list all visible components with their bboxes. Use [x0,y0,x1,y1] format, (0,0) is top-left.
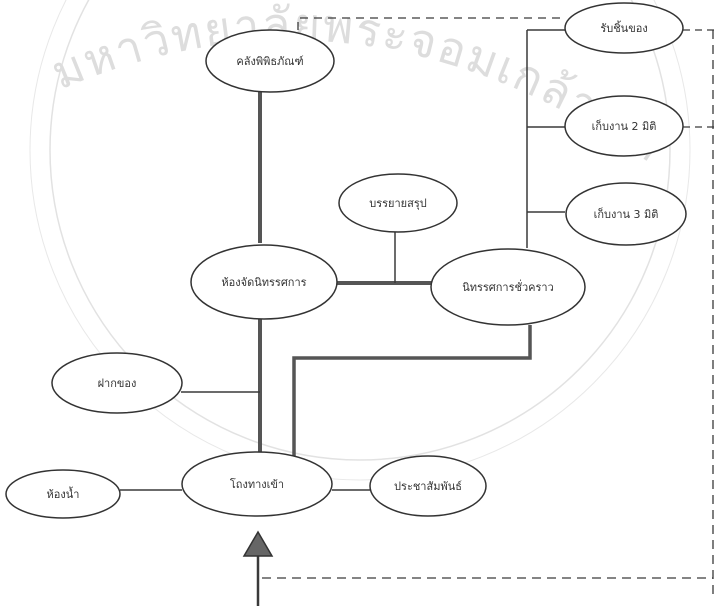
node-label: ห้องน้ำ [47,486,80,501]
node-label: เก็บงาน 3 มิติ [594,207,659,221]
node-label: คลังพิพิธภัณฑ์ [236,55,303,68]
node-thang-khao: โถงทางเข้า [181,451,333,517]
entry-arrow-icon [242,530,274,557]
node-rap-chuen: รับชิ้นของ [564,2,684,54]
node-kalang: คลังพิพิธภัณฑ์ [205,29,335,93]
connector-lines [120,17,717,606]
node-label: โถงทางเข้า [230,477,284,491]
node-pr: ประชาสัมพันธ์ [369,455,487,517]
node-label: เก็บงาน 2 มิติ [592,119,657,133]
node-kep-3d: เก็บงาน 3 มิติ [565,182,687,246]
node-label: รับชิ้นของ [600,20,647,35]
node-nitat-chua: นิทรรศการชั่วคราว [430,248,586,326]
link-nitat-thangkhao [292,325,532,460]
dashed-connector-top [297,17,565,30]
node-label: ห้องจัดนิทรรศการ [221,276,306,289]
node-fak-khong: ฝากของ [51,352,183,414]
node-label: ประชาสัมพันธ์ [394,480,462,493]
node-kep-2d: เก็บงาน 2 มิติ [564,95,684,157]
node-banyai: บรรยายสรุป [338,173,458,233]
node-label: ฝากของ [98,377,137,390]
node-label: บรรยายสรุป [369,197,426,210]
node-hong-nam: ห้องน้ำ [5,469,121,519]
node-hong-jat: ห้องจัดนิทรรศการ [190,244,338,320]
node-label: นิทรรศการชั่วคราว [462,279,554,294]
